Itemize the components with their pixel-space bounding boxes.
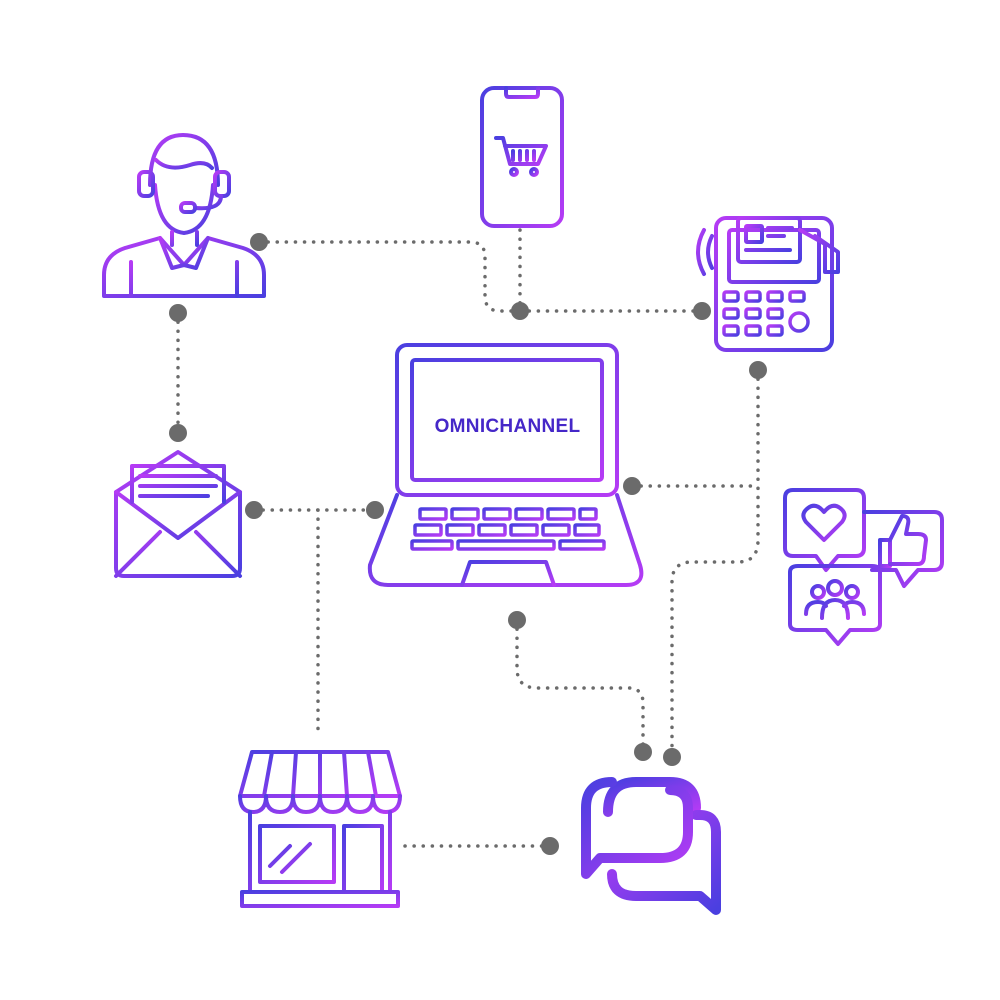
connector-dot [623, 477, 641, 495]
connector-dot [541, 837, 559, 855]
connector-dot [245, 501, 263, 519]
connector-dot [169, 304, 187, 322]
center-label: OMNICHANNEL [434, 416, 581, 437]
connector-dot [169, 424, 187, 442]
connector-dot [508, 611, 526, 629]
storefront-icon [238, 750, 402, 908]
connectors [176, 228, 760, 848]
connector-dot [663, 748, 681, 766]
connector-dot [634, 743, 652, 761]
laptop-icon [367, 343, 644, 587]
connector-dot [693, 302, 711, 320]
connector-pos-chat [670, 368, 760, 759]
card-payment-terminal-icon [696, 216, 840, 352]
connector-dot [749, 361, 767, 379]
connector-dot [511, 302, 529, 320]
connector-dot [366, 501, 384, 519]
email-envelope-icon [114, 450, 242, 578]
chat-bubbles-icon [581, 777, 721, 915]
connector-laptop-chat [515, 618, 645, 754]
call-center-agent-icon [102, 133, 266, 298]
connector-dots [169, 233, 767, 855]
social-media-reactions-icon [783, 488, 944, 646]
smartphone-shopping-cart-icon [480, 86, 564, 228]
connector-agent-pos [257, 240, 704, 313]
connector-dot [250, 233, 268, 251]
